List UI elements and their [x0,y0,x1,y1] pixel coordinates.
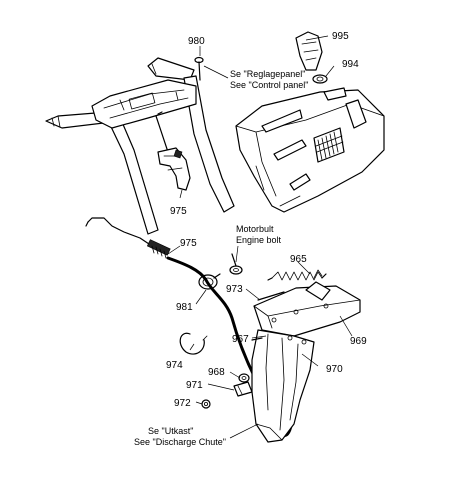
engine-bolt [229,253,243,275]
reference-notes: Se "Reglagepanel" See "Control panel" Mo… [134,69,308,447]
shift-lever-975 [157,147,191,191]
nut-972 [201,399,211,409]
clip-974 [179,332,208,355]
part-label-980: 980 [188,36,205,47]
note-engine-bolt-sv: Motorbult [236,224,274,234]
part-label-994: 994 [342,59,359,70]
part-labels: 980 995 994 975 975 965 973 981 967 969 … [166,31,367,409]
part-label-995: 995 [332,31,349,42]
leader-lines [167,35,353,439]
note-control-panel-en: See "Control panel" [230,80,308,90]
part-label-972: 972 [174,398,191,409]
handlebar-assembly [45,57,235,235]
washer-968 [238,373,250,383]
part-label-965: 965 [290,254,307,265]
note-chute-en: See "Discharge Chute" [134,437,226,447]
control-knob-995 [295,31,323,71]
cable-clip-981 [198,273,221,290]
part-label-967: 967 [232,334,249,345]
spring-965 [267,271,327,281]
note-chute-sv: Se "Utkast" [148,426,193,436]
part-label-981: 981 [176,302,193,313]
part-label-968: 968 [208,367,225,378]
part-label-970: 970 [326,364,343,375]
bolt-967 [251,337,263,341]
control-panel-cover [235,87,385,213]
part-label-973: 973 [226,284,243,295]
chute-bracket-969 [253,269,361,337]
part-label-974: 974 [166,360,183,371]
note-control-panel-sv: Se "Reglagepanel" [230,69,305,79]
nut-994 [312,74,328,84]
part-label-975-lever: 975 [170,206,187,217]
part-label-969: 969 [350,336,367,347]
rod-973 [257,291,285,301]
part-label-971: 971 [186,380,203,391]
screw-980 [194,56,204,81]
note-engine-bolt-en: Engine bolt [236,235,282,245]
part-label-975-cable: 975 [180,238,197,249]
chute-deflector-970 [251,329,315,443]
bracket-971 [233,381,253,397]
